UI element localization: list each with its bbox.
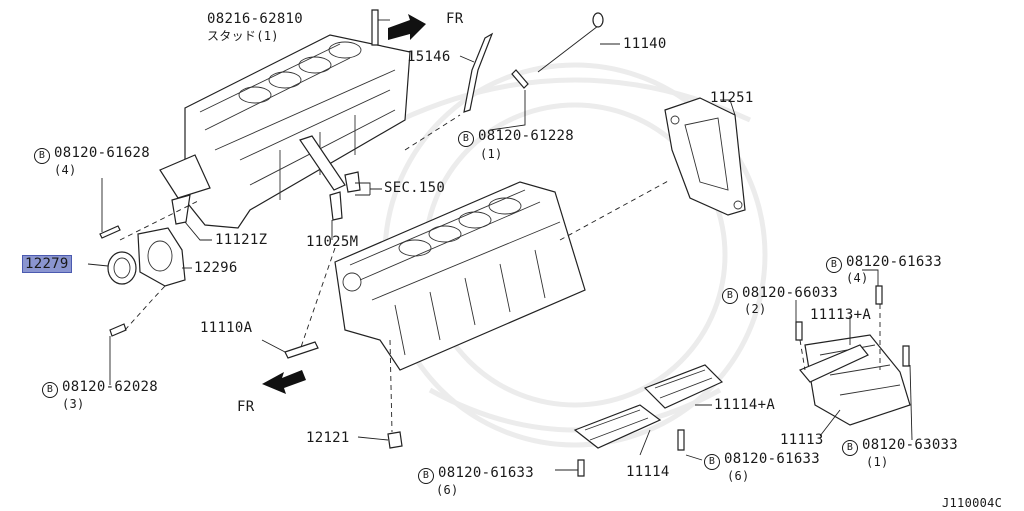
bolt-symbol-icon: B [722, 288, 738, 304]
upper-cylinder-block [159, 34, 411, 229]
bolt-symbol-icon: B [458, 131, 474, 147]
main-bearing-caps [573, 334, 911, 449]
lower-cylinder-block [334, 181, 586, 371]
label-oil-seal[interactable]: 12279 [22, 255, 72, 273]
label-fr-bottom: FR [237, 399, 255, 415]
label-sec: SEC.150 [384, 180, 446, 196]
rear-cover-plate [664, 97, 746, 216]
label-bolt-63033-qty: (1) [866, 455, 889, 469]
bolt-symbol-icon: B [418, 468, 434, 484]
label-cap: 11114 [626, 464, 670, 480]
label-beam: 11113 [780, 432, 824, 448]
stud-11110a [284, 341, 319, 359]
label-seal-11121: 11121Z [215, 232, 268, 248]
label-cover: 11251 [710, 90, 754, 106]
label-beam-a: 11113+A [810, 307, 872, 323]
label-bolt-61628-qty: (4) [54, 163, 77, 177]
label-bolt-61633-r-qty: (4) [846, 271, 869, 285]
front-seal-assembly [99, 225, 186, 337]
bolt-symbol-icon: B [42, 382, 58, 398]
label-part-11025: 11025M [306, 234, 359, 250]
label-bolt-62028-qty: (3) [62, 397, 85, 411]
label-bolt-66033-qty: (2) [744, 302, 767, 316]
label-gauge: 11140 [623, 36, 667, 52]
bolt-symbol-icon: B [842, 440, 858, 456]
label-bolt-61228-qty: (1) [480, 147, 503, 161]
bolt-symbol-icon: B [704, 454, 720, 470]
label-bolt-61633-b-qty: (6) [436, 483, 459, 497]
label-bolt-61633-m-qty: (6) [727, 469, 750, 483]
oil-gauge-assembly [463, 12, 604, 113]
bolt-symbol-icon: B [826, 257, 842, 273]
label-fig-code: J110004C [942, 496, 1003, 510]
label-cap-a: 11114+A [714, 397, 776, 413]
alignment-lines [119, 114, 881, 433]
label-stud-note: スタッド(1) [207, 29, 279, 43]
stud-drawing [371, 9, 379, 46]
label-fr-top: FR [446, 11, 464, 27]
label-retainer: 12296 [194, 260, 238, 276]
bolts [387, 285, 910, 477]
label-stud-part: 08216-62810 [207, 11, 304, 27]
bolt-symbol-icon: B [34, 148, 50, 164]
label-plug: 12121 [306, 430, 350, 446]
fr-arrow-top [388, 14, 426, 40]
label-stud-11110: 11110A [200, 320, 253, 336]
fr-arrow-bottom [262, 370, 306, 394]
leader-lines [87, 19, 913, 471]
label-tube: 15146 [407, 49, 451, 65]
